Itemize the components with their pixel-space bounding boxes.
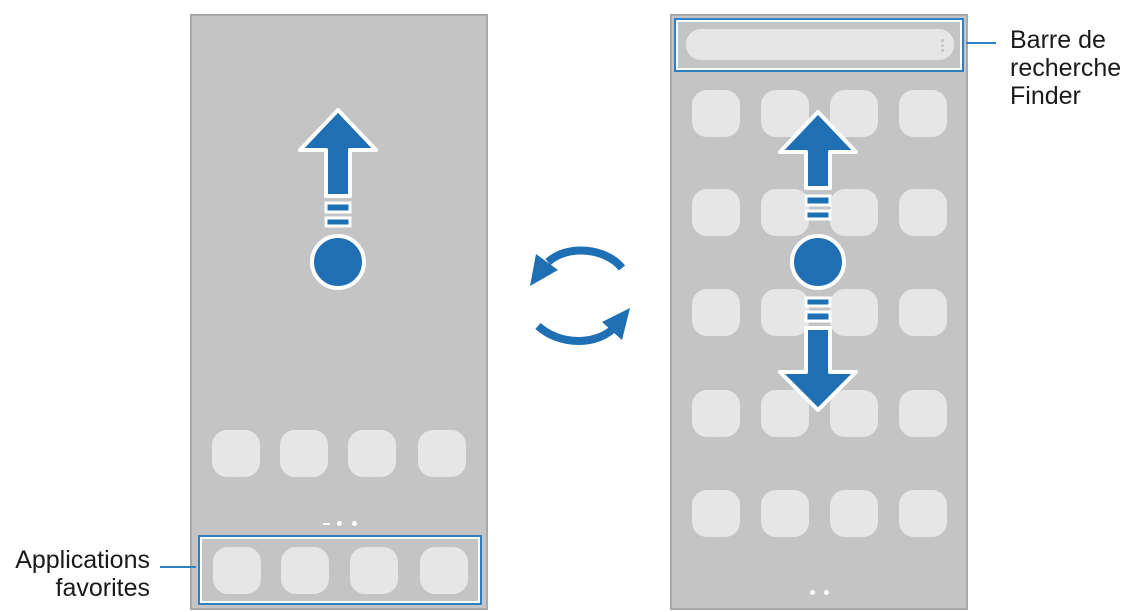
app-icon[interactable] — [899, 490, 947, 537]
app-icon[interactable] — [899, 90, 947, 137]
more-options-icon[interactable] — [941, 39, 944, 54]
app-icon[interactable] — [830, 90, 878, 137]
app-icon[interactable] — [830, 189, 878, 236]
app-icon[interactable] — [899, 289, 947, 336]
refresh-cycle-icon — [535, 246, 626, 345]
favorite-app-icon[interactable] — [420, 547, 468, 594]
app-icon[interactable] — [830, 289, 878, 336]
favorite-app-icon[interactable] — [281, 547, 329, 594]
app-icon[interactable] — [761, 390, 809, 437]
finder-search-highlight — [674, 18, 964, 72]
app-icon[interactable] — [348, 430, 396, 477]
app-icon[interactable] — [761, 289, 809, 336]
favorite-apps-label: Applications favorites — [15, 546, 150, 602]
app-icon[interactable] — [692, 390, 740, 437]
favorite-app-icon[interactable] — [350, 547, 398, 594]
app-icon[interactable] — [418, 430, 466, 477]
app-icon[interactable] — [899, 189, 947, 236]
search-bar-label: Barre de recherche Finder — [1010, 26, 1122, 110]
app-icon[interactable] — [692, 289, 740, 336]
app-icon[interactable] — [761, 490, 809, 537]
arrow-up-down-icon — [778, 110, 858, 412]
finder-search-bar[interactable] — [686, 29, 954, 60]
page-indicator-dot — [824, 590, 829, 595]
page-indicator-dot — [810, 590, 815, 595]
refresh-cycle-arrowheads — [530, 254, 630, 340]
app-icon[interactable] — [692, 90, 740, 137]
search-bar-leader-line — [966, 42, 996, 44]
page-indicator-home — [323, 523, 330, 525]
app-icon[interactable] — [212, 430, 260, 477]
app-icon[interactable] — [761, 189, 809, 236]
favorite-app-icon[interactable] — [213, 547, 261, 594]
page-indicator-dot — [352, 521, 357, 526]
favorite-apps-tray — [198, 535, 482, 605]
app-icon[interactable] — [692, 189, 740, 236]
arrow-up-icon — [298, 108, 378, 290]
app-icon[interactable] — [280, 430, 328, 477]
page-indicator-dot — [337, 521, 342, 526]
app-icon[interactable] — [830, 490, 878, 537]
app-icon[interactable] — [899, 390, 947, 437]
app-icon[interactable] — [692, 490, 740, 537]
favorites-leader-line — [160, 566, 196, 568]
app-icon[interactable] — [830, 390, 878, 437]
